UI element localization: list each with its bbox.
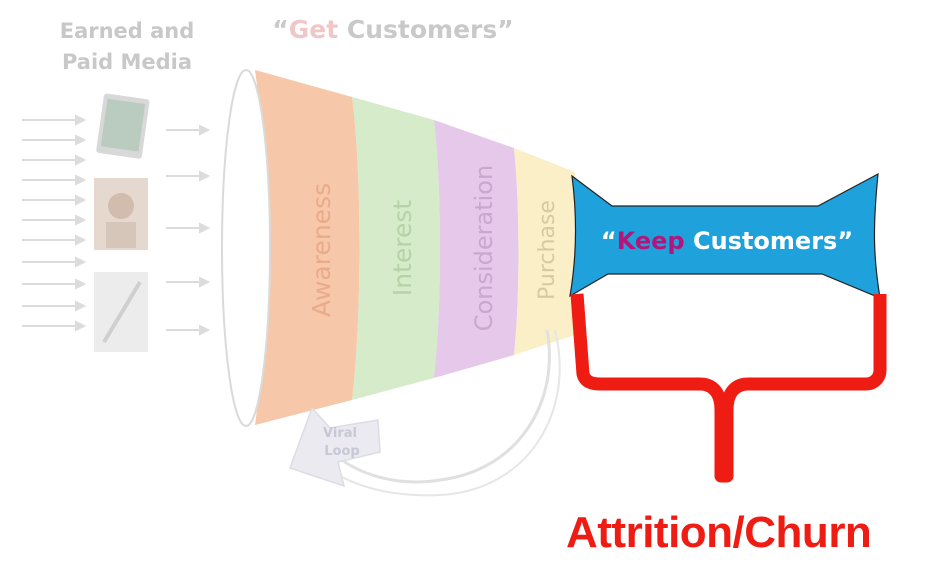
person-image — [94, 178, 148, 250]
funnel-band-interest — [352, 97, 440, 400]
out-arrow-4 — [166, 276, 211, 288]
arrow-row-4 — [22, 174, 87, 186]
media-title-line1: Earned and — [60, 19, 195, 43]
viral-loop-arrowhead-icon — [289, 406, 381, 488]
out-arrow-2 — [166, 170, 211, 182]
funnel-band-purchase — [514, 148, 579, 355]
arrow-row-11 — [22, 320, 87, 332]
arrow-row-1 — [22, 114, 87, 126]
stage-label-awareness: Awareness — [307, 183, 336, 317]
funnel-band-consideration — [434, 120, 519, 378]
stage-label-consideration: Consideration — [470, 165, 498, 331]
viral-loop-curve-icon — [328, 329, 551, 484]
attrition-churn-label: Attrition/Churn — [566, 508, 872, 557]
get-customers-heading: “Get Customers” — [272, 15, 513, 44]
media-title: Earned and Paid Media — [60, 19, 195, 74]
media-title-line2: Paid Media — [62, 50, 192, 74]
attrition-brace — [570, 293, 887, 483]
arrow-row-9 — [22, 278, 87, 290]
arrow-row-6 — [22, 214, 87, 226]
arrow-row-3 — [22, 154, 87, 166]
out-arrow-1 — [166, 124, 211, 136]
incoming-arrows — [22, 114, 87, 332]
media-thumbnails — [94, 93, 150, 352]
arrow-row-8 — [22, 256, 87, 268]
viral-loop-label-line2: Loop — [324, 444, 359, 459]
funnel-mouth — [221, 69, 271, 427]
funnel-band-awareness — [255, 70, 360, 425]
stage-label-purchase: Purchase — [535, 200, 560, 300]
get-highlight: Get — [289, 15, 338, 44]
arrow-row-10 — [22, 300, 87, 312]
keep-highlight: Keep — [617, 227, 685, 255]
outgoing-arrows — [166, 124, 211, 336]
pen-paper-image — [94, 272, 148, 352]
arrow-row-5 — [22, 194, 87, 206]
viral-loop: Viral Loop — [289, 329, 561, 497]
viral-loop-label-line1: Viral — [323, 426, 357, 441]
tablet-image — [96, 93, 150, 159]
out-arrow-3 — [166, 222, 211, 234]
stage-label-interest: Interest — [388, 200, 417, 297]
keep-customers-shape: “Keep Customers” — [569, 172, 881, 299]
out-arrow-5 — [166, 324, 211, 336]
arrow-row-2 — [22, 134, 87, 146]
arrow-row-7 — [22, 234, 87, 246]
keep-customers-label: “Keep Customers” — [601, 227, 853, 255]
funnel: Awareness Interest Consideration Purchas… — [221, 69, 579, 427]
